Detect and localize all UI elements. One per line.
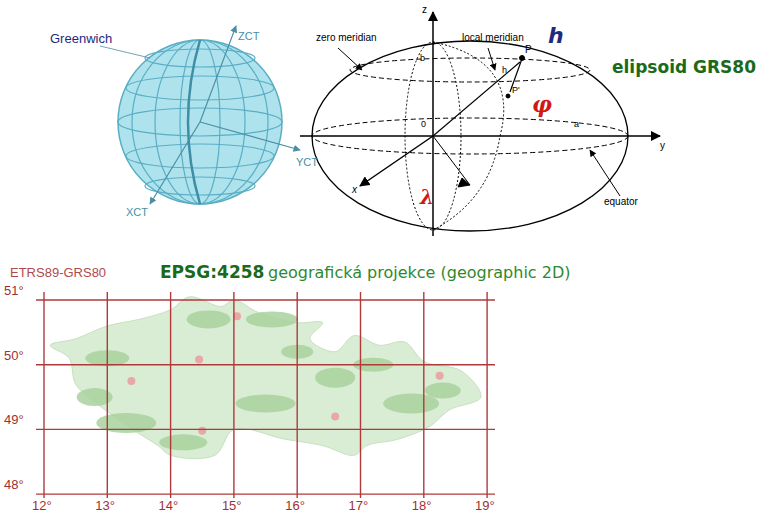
longitude-symbol: λ	[420, 186, 434, 208]
ellipsoid	[300, 12, 660, 236]
callout-text: zero meridian	[316, 32, 377, 43]
globe	[100, 26, 300, 204]
country-area	[50, 297, 481, 459]
axis-label: a	[574, 120, 579, 130]
grid-line	[486, 292, 487, 498]
longitude-label: 14°	[159, 499, 179, 513]
point-label: P'	[512, 86, 520, 96]
grid-line	[360, 292, 361, 498]
globe-label: Greenwich	[50, 32, 112, 46]
longitude-label: 12°	[32, 499, 52, 513]
town-mark	[331, 412, 339, 420]
grid-line	[107, 292, 108, 498]
forest-patch	[236, 395, 296, 413]
forest-patch	[425, 383, 461, 399]
point-label: h	[502, 66, 507, 76]
grid-line	[233, 292, 234, 498]
longitude-label: 13°	[95, 499, 115, 513]
axis-label: b	[420, 54, 425, 64]
forest-patch	[159, 434, 207, 450]
epsg-code: EPSG:4258	[160, 263, 264, 282]
grid-line	[423, 292, 424, 498]
longitude-label: 15°	[222, 499, 242, 513]
grid-line	[170, 292, 171, 498]
point-label: P	[525, 44, 532, 55]
latitude-label: 48°	[4, 478, 24, 492]
latitude-label: 49°	[4, 413, 24, 427]
axis-label: z	[422, 4, 427, 15]
map	[36, 292, 495, 498]
forest-patch	[315, 368, 355, 388]
longitude-label: 16°	[285, 499, 305, 513]
height-symbol: h	[548, 24, 564, 48]
longitude-label: 18°	[412, 499, 432, 513]
forest-patch	[246, 311, 298, 327]
longitude-label: 19°	[475, 499, 495, 513]
latitude-symbol: φ	[532, 92, 552, 116]
forest-patch	[187, 310, 231, 328]
crs-name: ETRS89-GRS80	[10, 266, 106, 280]
ellipsoid-title: elipsoid GRS80	[612, 58, 756, 77]
latitude-label: 51°	[4, 284, 24, 298]
axis-label: y	[660, 140, 665, 151]
grid-line	[36, 299, 495, 300]
axis-label: ZCT	[238, 30, 259, 42]
grid-line	[43, 292, 44, 498]
town-mark	[127, 377, 135, 385]
axis-label: 0	[421, 120, 426, 130]
axis-label: YCT	[296, 156, 318, 168]
latitude-label: 50°	[4, 349, 24, 363]
grid-line	[36, 429, 495, 430]
callout-text: local meridian	[462, 32, 524, 43]
axis-label: XCT	[126, 206, 148, 218]
grid-line	[297, 292, 298, 498]
projection-name: geografická projekce (geographic 2D)	[268, 264, 570, 282]
axis-label: x	[352, 184, 357, 195]
town-mark	[436, 372, 444, 380]
callout-text: equator	[604, 196, 638, 207]
grid-line	[36, 364, 495, 365]
town-mark	[198, 427, 206, 435]
grid-line	[36, 493, 495, 494]
longitude-label: 17°	[349, 499, 369, 513]
town-mark	[195, 356, 203, 364]
